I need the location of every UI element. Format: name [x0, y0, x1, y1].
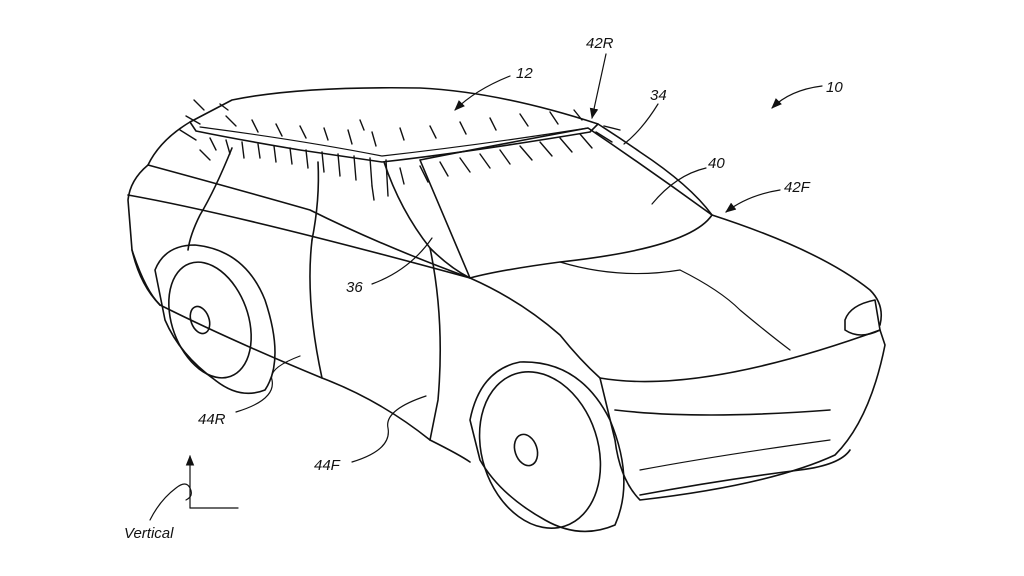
light-ray: [490, 118, 496, 130]
label-42f: 42F: [784, 179, 811, 196]
light-ray: [200, 150, 210, 160]
label-12: 12: [516, 65, 533, 82]
light-ray: [560, 138, 572, 152]
vertical-axis-indicator: Vertical: [124, 456, 238, 542]
front-wheel: [460, 356, 624, 544]
light-ray: [242, 142, 244, 158]
light-ray: [210, 138, 216, 150]
light-ray: [480, 154, 490, 168]
light-ray: [360, 120, 364, 130]
light-ray: [386, 160, 388, 196]
reference-labels: 12 42R 34 10 40 42F 36 44R 44F: [198, 35, 843, 474]
light-ray: [520, 114, 528, 126]
light-ray: [460, 122, 466, 134]
light-ray: [372, 186, 374, 200]
label-42r: 42R: [586, 35, 614, 52]
light-ray: [322, 152, 324, 172]
light-ray: [290, 148, 292, 164]
light-ray: [226, 116, 236, 126]
rear-wheel: [154, 245, 275, 393]
light-ray: [370, 158, 372, 186]
light-ray: [306, 150, 308, 168]
label-44f: 44F: [314, 457, 341, 474]
windshield: [420, 128, 712, 278]
roof-light-rays: [180, 100, 620, 200]
light-ray: [400, 128, 404, 140]
light-ray: [372, 132, 376, 146]
light-ray: [430, 126, 436, 138]
light-ray: [500, 150, 510, 164]
light-ray: [324, 128, 328, 140]
light-ray: [194, 100, 204, 110]
label-10: 10: [826, 79, 843, 96]
light-ray: [300, 126, 306, 138]
light-ray: [440, 162, 448, 176]
light-ray: [580, 134, 592, 148]
light-ray: [258, 144, 260, 158]
light-ray: [276, 124, 282, 136]
label-44r: 44R: [198, 411, 226, 428]
light-ray: [460, 158, 470, 172]
light-ray: [550, 112, 558, 124]
light-ray: [274, 146, 276, 162]
light-ray: [354, 156, 356, 180]
light-ray: [400, 168, 404, 184]
light-ray: [540, 142, 552, 156]
light-ray: [338, 154, 340, 176]
light-ray: [348, 130, 352, 144]
label-34: 34: [650, 87, 667, 104]
label-36: 36: [346, 279, 363, 296]
vehicle-body: [128, 88, 885, 500]
light-ray: [252, 120, 258, 132]
light-ray: [596, 132, 612, 142]
light-ray: [520, 146, 532, 160]
light-ray: [226, 140, 230, 154]
label-40: 40: [708, 155, 725, 172]
label-vertical: Vertical: [124, 525, 174, 542]
light-ray: [180, 130, 196, 140]
